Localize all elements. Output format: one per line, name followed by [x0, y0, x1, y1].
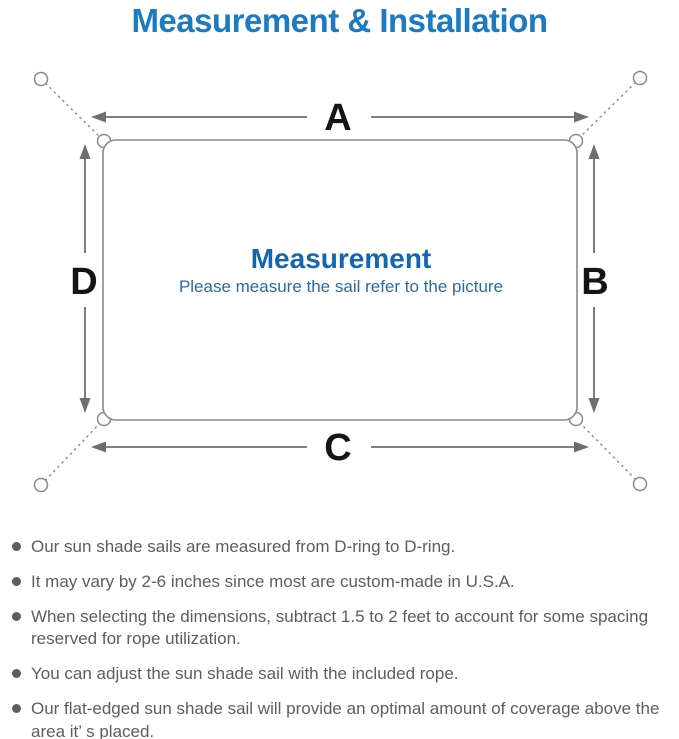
note-item-measured-dring: Our sun shade sails are measured from D-… [12, 536, 672, 558]
note-item-flat-edged-coverage: Our flat-edged sun shade sail will provi… [12, 698, 672, 739]
bullet-dot-icon [12, 612, 21, 622]
dim-arrow-top-a [91, 111, 589, 123]
dim-label-d: D [70, 261, 97, 303]
rope-line-top-right [576, 77, 641, 141]
dim-arrow-right-b [588, 144, 600, 413]
dim-label-c: C [324, 427, 351, 469]
bullet-dot-icon [12, 669, 21, 679]
bullet-dot-icon [12, 704, 21, 714]
rope-line-bottom-left [40, 419, 104, 486]
anchor-point-top-left [33, 71, 49, 87]
note-item-adjust-rope: You can adjust the sun shade sail with t… [12, 663, 672, 685]
note-item-vary-inches: It may vary by 2-6 inches since most are… [12, 571, 672, 593]
anchor-point-bottom-left [33, 477, 49, 493]
dim-arrow-bottom-c [91, 441, 589, 453]
bullet-dot-icon [12, 577, 21, 587]
dim-arrow-left-d [79, 144, 91, 413]
note-text: You can adjust the sun shade sail with t… [31, 664, 459, 684]
notes-list: Our sun shade sails are measured from D-… [12, 536, 673, 739]
bullet-dot-icon [12, 542, 21, 551]
rope-line-top-left [40, 78, 104, 141]
note-text: Our sun shade sails are measured from D-… [31, 537, 456, 556]
diagram-center-heading: Measurement [251, 243, 432, 274]
dim-label-b: B [581, 261, 608, 303]
page-title: Measurement & Installation [131, 2, 548, 39]
note-text: Our flat-edged sun shade sail will provi… [31, 699, 660, 739]
rope-line-bottom-right [576, 419, 641, 485]
measurement-diagram: A C D B Measurement Please measure the s… [0, 40, 679, 520]
note-text: It may vary by 2-6 inches since most are… [31, 572, 515, 592]
note-text: When selecting the dimensions, subtract … [31, 607, 649, 649]
anchor-point-bottom-right [632, 476, 648, 492]
anchor-point-top-right [632, 70, 648, 86]
sail-outline [102, 139, 578, 421]
diagram-center-subtitle: Please measure the sail refer to the pic… [179, 277, 503, 296]
dim-label-a: A [324, 97, 351, 139]
note-item-subtract-feet: When selecting the dimensions, subtract … [12, 606, 672, 650]
